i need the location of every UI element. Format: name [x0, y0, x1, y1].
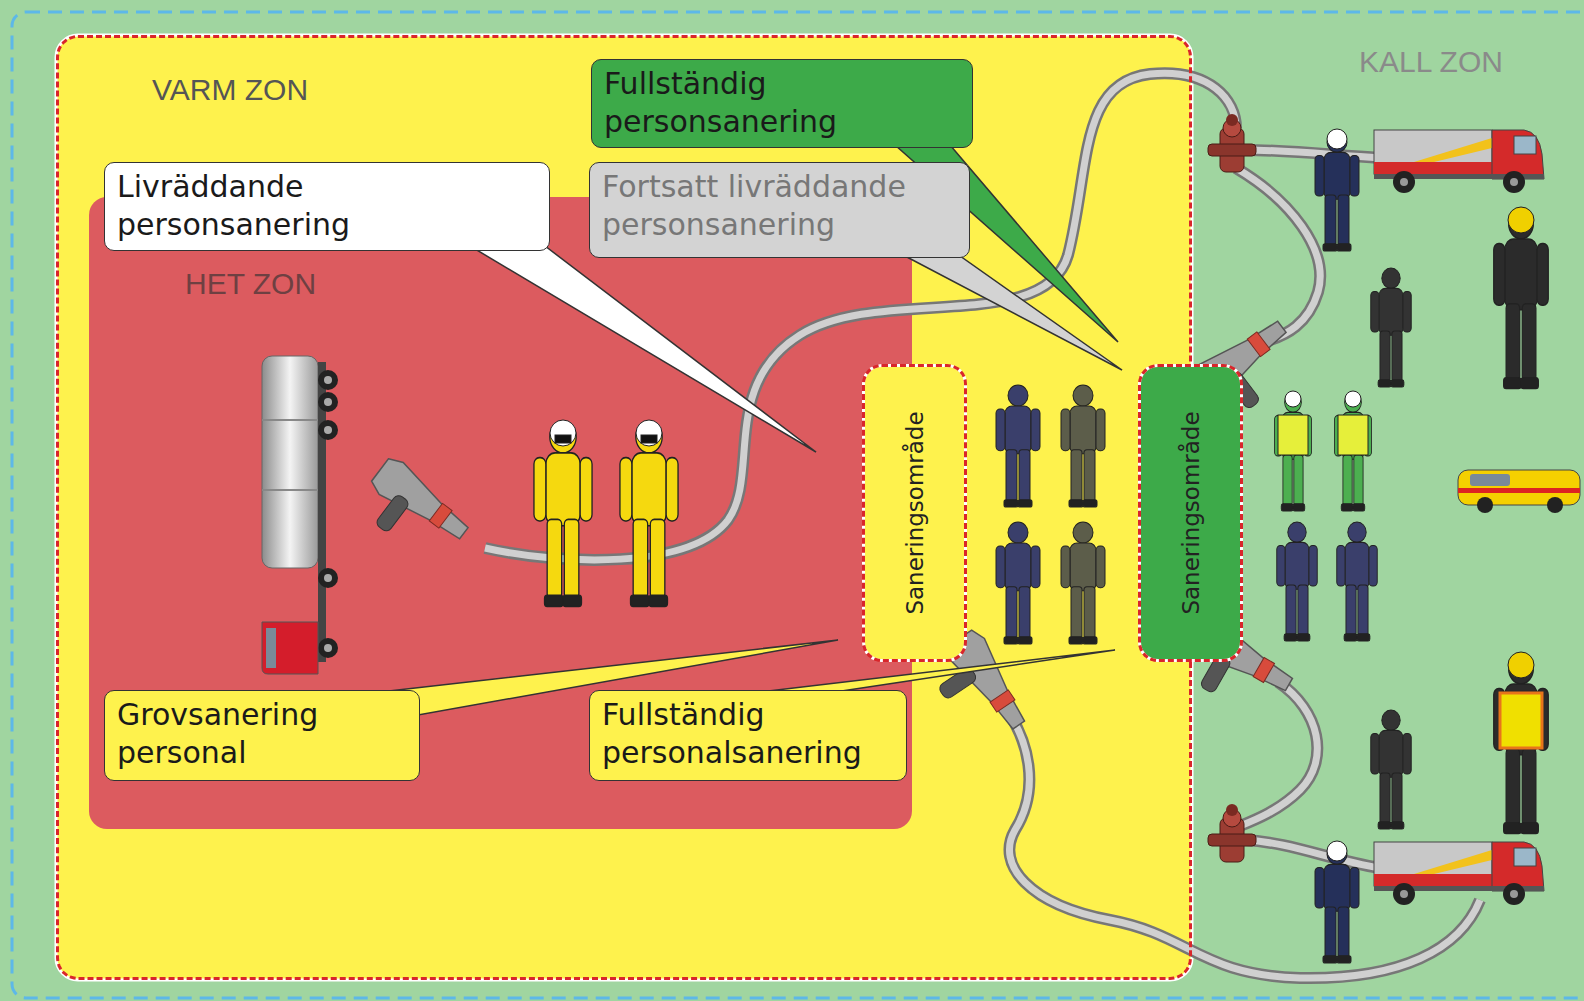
zone-label: HET ZON [185, 266, 316, 302]
callout-box: Fullständig personalsanering [589, 690, 907, 781]
tanker-truck [262, 356, 338, 674]
callout-box: Livräddande personsanering [104, 162, 550, 251]
warm-zone: VARM ZON HET ZON Grovsanering personal Full… [56, 35, 1192, 980]
decon-area: Saneringsområde [1138, 364, 1243, 662]
decon-area: Saneringsområde [862, 364, 967, 662]
callout-box: Fullständig personsanering [591, 59, 973, 148]
zone-label: KALL ZON [1359, 44, 1503, 80]
hoses [485, 73, 1480, 978]
zone-label: VARM ZON [152, 72, 308, 108]
people [534, 129, 1548, 963]
callout-text: Fullständig personsanering [604, 65, 944, 141]
callout-text: Livräddande personsanering [117, 168, 447, 244]
warm-zone-ground [56, 35, 1192, 980]
callout-box: Grovsanering personal [104, 690, 420, 781]
cold-zone-border [12, 12, 1584, 998]
ambulance [1458, 470, 1580, 513]
area-label: Saneringsområde [1177, 411, 1205, 614]
nozzles [352, 311, 1309, 751]
hot-zone-ground [89, 197, 912, 829]
callout-text: Fullständig personalsanering [602, 696, 887, 772]
callout-text: Fortsatt livräddande personsanering [602, 168, 952, 244]
area-label: Saneringsområde [901, 411, 929, 614]
callout-box: Fortsatt livräddande personsanering [589, 162, 970, 258]
callout-text: Grovsanering personal [117, 696, 397, 772]
hot-zone: HET ZON Grovsanering personal Fullständig … [89, 197, 912, 829]
